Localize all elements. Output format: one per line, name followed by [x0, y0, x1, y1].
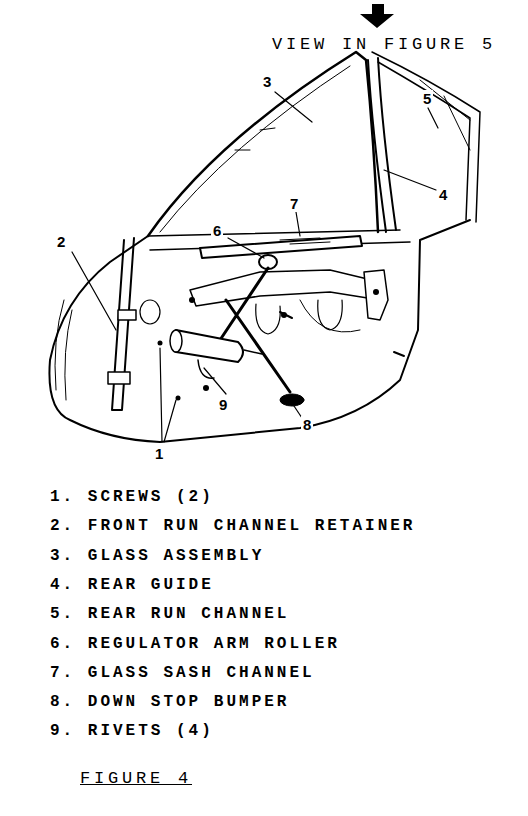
view-arrow: [360, 4, 394, 28]
callout-number: 8: [301, 416, 313, 433]
callout-number: 2: [55, 233, 67, 250]
callout-number: 5: [421, 90, 433, 107]
cable: [300, 300, 360, 332]
regulator-frame: [190, 270, 380, 306]
parts-list-item: 7. GLASS SASH CHANNEL: [50, 665, 315, 681]
regulator-motor: [171, 330, 243, 362]
channel-detail: [420, 80, 470, 150]
callout-number: 6: [211, 222, 223, 239]
parts-list-item: 2. FRONT RUN CHANNEL RETAINER: [50, 518, 415, 534]
down-stop-bumper: [280, 394, 304, 406]
parts-list-item: 9. RIVETS (4): [50, 723, 214, 739]
figure-caption: FIGURE 4: [80, 770, 192, 787]
door-panel: [49, 220, 470, 442]
door-edge: [55, 300, 72, 400]
screw-arrows: [280, 312, 404, 356]
channel-clip: [108, 372, 130, 384]
regulator-arm: [220, 268, 290, 392]
parts-list-item: 5. REAR RUN CHANNEL: [50, 606, 289, 622]
panel-openings: [256, 300, 343, 334]
parts-list-item: 6. REGULATOR ARM ROLLER: [50, 636, 340, 652]
callout-number: 1: [153, 445, 165, 462]
callout-number: 7: [288, 195, 300, 212]
parts-list-item: 4. REAR GUIDE: [50, 577, 214, 593]
channel-clip: [118, 310, 136, 320]
parts-list-item: 3. GLASS ASSEMBLY: [50, 548, 264, 564]
glass-assembly: [148, 52, 378, 236]
panel-hole: [140, 300, 160, 324]
rear-run-channel: [372, 52, 480, 222]
motor-end: [170, 330, 182, 352]
sash-detail: [280, 238, 330, 244]
parts-list-item: 1. SCREWS (2): [50, 489, 214, 505]
rivets: [158, 289, 380, 401]
leader-lines: [72, 92, 438, 442]
motor-wire: [198, 350, 262, 378]
callout-number: 9: [217, 396, 229, 413]
view-note: VIEW IN FIGURE 5: [272, 36, 496, 53]
glass-sash-channel: [200, 236, 362, 258]
rear-guide: [368, 58, 396, 232]
rear-bracket: [364, 270, 388, 320]
callout-number: 3: [261, 73, 273, 90]
parts-list-item: 8. DOWN STOP BUMPER: [50, 694, 289, 710]
callout-number: 4: [437, 186, 449, 203]
glass-edge: [160, 66, 350, 232]
glass-shine: [235, 128, 275, 150]
